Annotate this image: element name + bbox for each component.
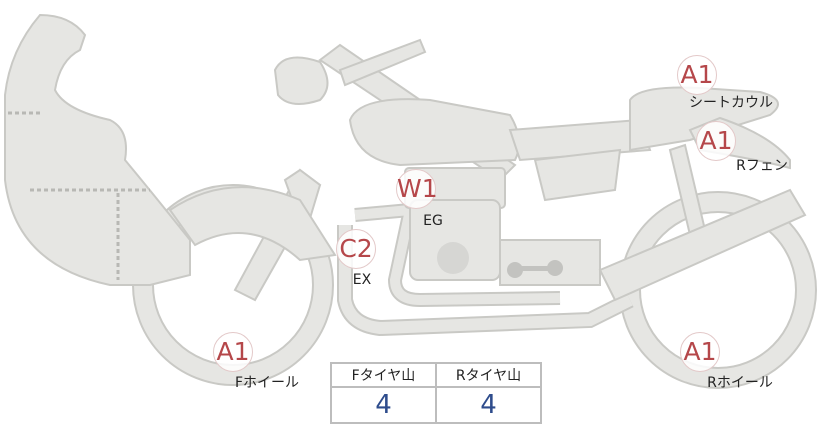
fuel-tank <box>348 98 520 167</box>
marker-front-wheel[interactable]: A1 <box>213 332 253 372</box>
label-engine: EG <box>423 213 443 229</box>
label-seat-cowl: シートカウル <box>689 95 773 111</box>
front-tire-value: 4 <box>330 386 437 424</box>
marker-exhaust[interactable]: C2 <box>336 229 376 269</box>
tire-tread-table: Fタイヤ山 Rタイヤ山 4 4 <box>330 362 542 424</box>
label-rear-fender: Rフェン <box>736 158 788 174</box>
marker-engine[interactable]: W1 <box>396 169 438 209</box>
label-exhaust: EX <box>352 272 372 288</box>
marker-seat-cowl[interactable]: A1 <box>677 55 717 95</box>
rear-tire-value: 4 <box>435 386 542 424</box>
headlight <box>273 56 329 105</box>
marker-rear-fender[interactable]: A1 <box>696 121 736 161</box>
front-tire-header: Fタイヤ山 <box>330 362 437 388</box>
rear-tire-header: Rタイヤ山 <box>435 362 542 388</box>
front-fairing <box>4 13 191 286</box>
marker-rear-wheel[interactable]: A1 <box>680 332 720 372</box>
swingarm <box>598 188 807 302</box>
label-rear-wheel: Rホイール <box>707 375 773 391</box>
label-front-wheel: Fホイール <box>234 375 300 391</box>
seat-cowl <box>629 86 779 152</box>
